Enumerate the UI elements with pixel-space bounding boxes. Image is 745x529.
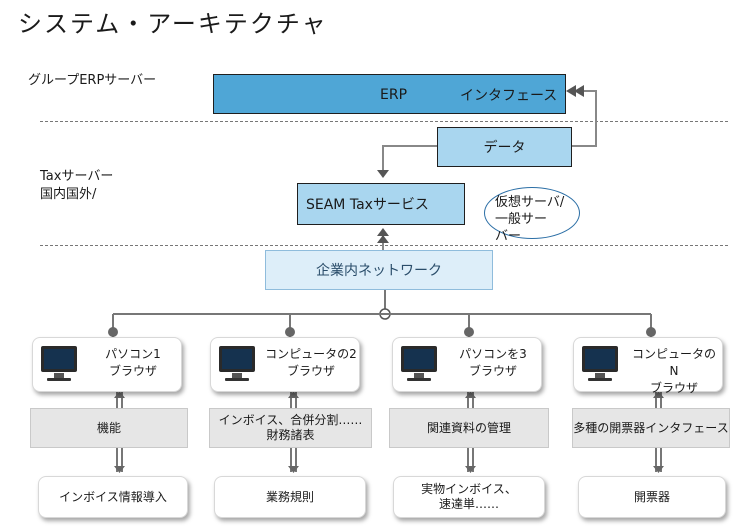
tax-server-label-line1: Taxサーバー (40, 169, 114, 184)
client-node-2 (285, 327, 295, 337)
monitor-icon (41, 346, 77, 381)
item-box-3: 実物インボイス、 速達単…… (393, 476, 545, 518)
client-browser: ブラウザ (468, 364, 517, 378)
seam-down-arrow-icon (377, 170, 389, 178)
item-box-1: インボイス情報導入 (38, 476, 188, 518)
item-box-4: 開票器 (578, 476, 726, 518)
virtual-server-line2: 一般サー (495, 212, 548, 227)
client-name: パソコンを3 (459, 347, 527, 361)
erp-label: ERP (380, 87, 408, 103)
virtual-server-line1: 仮想サーバ/ (495, 195, 565, 210)
function-box-4: 多種の開票器インタフェース (572, 408, 730, 448)
group-erp-server-label: グループERPサーバー (28, 73, 157, 88)
monitor-icon (582, 346, 618, 381)
client-name: コンピュータの2 (265, 347, 357, 361)
client-box-3: パソコンを3 ブラウザ (392, 337, 542, 392)
virtual-server-ellipse: 仮想サーバ/ 一般サー バー (484, 187, 580, 244)
function-box-1: 機能 (30, 408, 188, 448)
erp-interface-label: インタフェース (460, 88, 558, 104)
intranet-box: 企業内ネットワーク (265, 250, 493, 290)
client-node-4 (646, 327, 656, 337)
tier-divider-top (40, 121, 728, 122)
client-name: パソコン1 (105, 347, 161, 361)
data-to-seam-line (382, 145, 437, 174)
client-node-1 (108, 327, 118, 337)
erp-arrow-icon-2 (574, 85, 584, 97)
erp-arrow-icon (566, 85, 576, 97)
tax-server-label-line2: 国内国外/ (40, 187, 97, 202)
virtual-server-line3: バー (495, 229, 522, 244)
page-title: システム・アーキテクチャ (18, 10, 328, 38)
monitor-icon (401, 346, 437, 381)
seam-up-arrow-icon (377, 228, 389, 236)
monitor-icon (219, 346, 255, 381)
client-browser: ブラウザ (649, 381, 698, 395)
item-box-2: 業務規則 (214, 476, 366, 518)
erp-box: ERP インタフェース (213, 74, 566, 114)
client-node-3 (464, 327, 474, 337)
function-box-3: 関連資料の管理 (389, 408, 549, 448)
tax-server-label: Taxサーバー 国内国外/ (40, 168, 113, 204)
data-to-erp-line (568, 90, 597, 147)
data-box: データ (437, 127, 572, 167)
client-box-1: パソコン1 ブラウザ (32, 337, 182, 392)
client-name: コンピュータのN (631, 347, 716, 378)
seam-tax-service-box: SEAM Taxサービス (297, 183, 465, 225)
client-box-2: コンピュータの2 ブラウザ (210, 337, 360, 392)
client-browser: ブラウザ (108, 364, 157, 378)
client-box-4: コンピュータのN ブラウザ (573, 337, 723, 395)
function-box-2: インボイス、合併分割…… 財務諸表 (209, 408, 372, 448)
client-browser: ブラウザ (286, 364, 335, 378)
